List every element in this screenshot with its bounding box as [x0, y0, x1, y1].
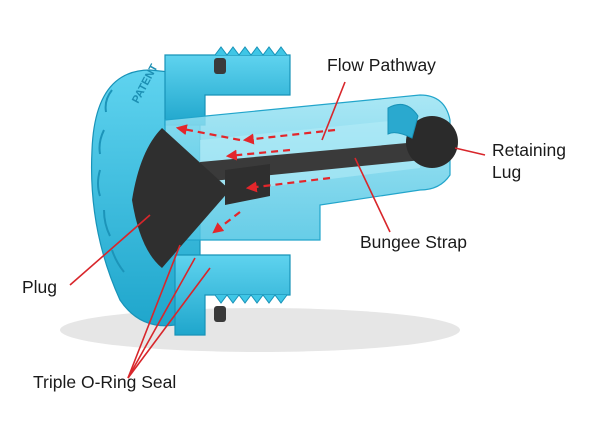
flow-arrow-5	[212, 211, 241, 234]
lower-screw	[214, 306, 226, 322]
flow-arrow-3	[245, 176, 331, 193]
lower-clip-teeth	[214, 294, 288, 304]
retaining-lug	[406, 116, 458, 168]
lug-clip	[387, 103, 419, 139]
leader-lines	[69, 81, 486, 379]
plug	[132, 128, 230, 268]
flow-arrows	[175, 124, 336, 234]
ground-shadow	[60, 308, 460, 352]
label-plug: Plug	[22, 277, 58, 297]
leader-flow-pathway	[321, 81, 346, 141]
label-retaining-lug-line2: Lug	[492, 161, 522, 182]
flow-arrow-2	[175, 124, 241, 142]
leader-plug	[69, 214, 151, 286]
leader-oring-1	[127, 244, 181, 379]
label-retaining-lug: Retaining Lug	[492, 140, 600, 184]
upper-clip-teeth	[214, 46, 288, 56]
leader-oring-3	[127, 267, 211, 379]
leader-oring-2	[127, 257, 196, 379]
leader-bungee-strap	[354, 157, 391, 233]
flow-arrow-4	[225, 148, 291, 161]
label-flow-pathway: Flow Pathway	[327, 55, 436, 75]
label-triple-oring-seal: Triple O-Ring Seal	[33, 372, 177, 392]
upper-screw	[214, 58, 226, 74]
label-retaining-lug-line1: Retaining	[492, 140, 566, 160]
cap-scallops	[97, 89, 125, 273]
flow-arrow-1	[242, 128, 336, 145]
label-bungee-strap: Bungee Strap	[360, 232, 468, 252]
leader-retaining-lug	[454, 147, 486, 156]
